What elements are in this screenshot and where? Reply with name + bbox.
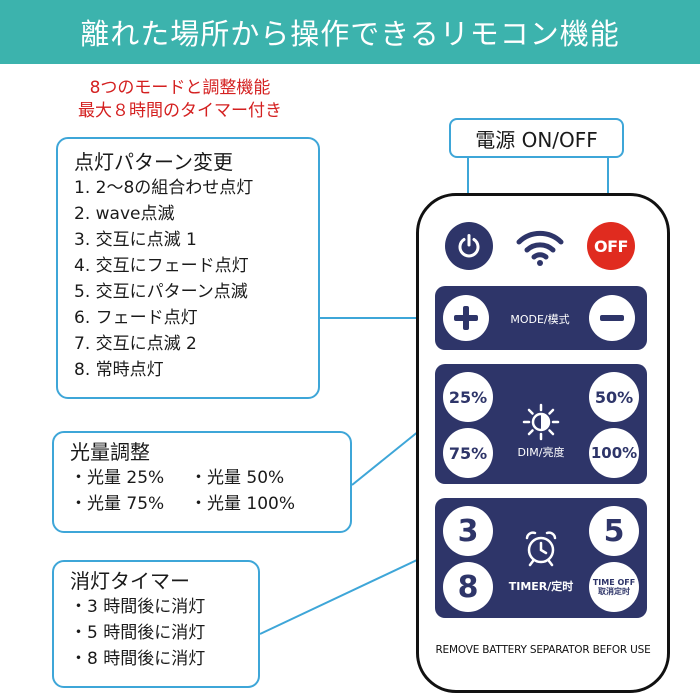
brightness-item: ・光量 100% <box>190 494 296 514</box>
off-button[interactable]: OFF <box>587 222 635 270</box>
banner-title: 離れた場所から操作できるリモコン機能 <box>80 17 620 51</box>
wifi-icon <box>516 230 564 266</box>
pattern-item: 6. フェード点灯 <box>74 308 198 328</box>
dim-50-button[interactable]: 50% <box>589 372 639 422</box>
mode-label: MODE/模式 <box>510 313 570 326</box>
dim-100-button[interactable]: 100% <box>589 428 639 478</box>
timer-3-button[interactable]: 3 <box>443 506 493 556</box>
pattern-item: 2. wave点滅 <box>74 204 175 224</box>
pattern-callout: 点灯パターン変更 1. 2～8の組合わせ点灯 2. wave点滅 3. 交互に点… <box>56 137 320 399</box>
time-off-label-cn: 取消定时 <box>598 587 630 596</box>
minus-icon <box>600 315 624 321</box>
power-callout: 電源 ON/OFF <box>449 118 624 158</box>
power-button[interactable] <box>445 222 493 270</box>
mode-plus-button[interactable] <box>443 295 489 341</box>
mode-minus-button[interactable] <box>589 295 635 341</box>
battery-note: REMOVE BATTERY SEPARATOR BEFOR USE <box>435 644 651 656</box>
banner: 離れた場所から操作できるリモコン機能 <box>0 0 700 64</box>
off-button-label: OFF <box>594 236 628 256</box>
brightness-item: ・光量 50% <box>190 468 285 488</box>
timer-8-button[interactable]: 8 <box>443 562 493 612</box>
timer-item: ・8 時間後に消灯 <box>70 649 206 669</box>
dim-label: DIM/亮度 <box>517 446 565 459</box>
remote-control: OFF MODE/模式 25% 50% D <box>416 193 670 693</box>
pattern-item: 1. 2～8の組合わせ点灯 <box>74 178 254 198</box>
timer-5-button[interactable]: 5 <box>589 506 639 556</box>
subtitle-line: 最大８時間のタイマー付き <box>78 101 282 121</box>
brightness-title: 光量調整 <box>70 440 150 464</box>
brightness-callout: 光量調整 ・光量 25% ・光量 50% ・光量 75% ・光量 100% <box>52 431 352 533</box>
mode-panel: MODE/模式 <box>435 286 647 350</box>
dim-25-button[interactable]: 25% <box>443 372 493 422</box>
time-off-button[interactable]: TIME OFF 取消定时 <box>589 562 639 612</box>
pattern-item: 5. 交互にパターン点滅 <box>74 282 248 302</box>
plus-icon <box>454 306 478 330</box>
timer-callout: 消灯タイマー ・3 時間後に消灯 ・5 時間後に消灯 ・8 時間後に消灯 <box>52 560 260 688</box>
timer-panel: 3 5 TIMER/定时 8 TIME OFF 取消定时 <box>435 498 647 618</box>
timer-label: TIMER/定时 <box>508 580 574 593</box>
pattern-item: 7. 交互に点滅 2 <box>74 334 197 354</box>
sun-icon <box>522 403 560 441</box>
timer-item: ・5 時間後に消灯 <box>70 623 206 643</box>
pattern-title: 点灯パターン変更 <box>74 150 233 174</box>
dim-panel: 25% 50% DIM/亮度 75% 100% <box>435 364 647 484</box>
brightness-item: ・光量 75% <box>70 494 165 514</box>
pattern-item: 8. 常時点灯 <box>74 360 164 380</box>
brightness-item: ・光量 25% <box>70 468 165 488</box>
power-callout-text: 電源 ON/OFF <box>475 127 598 152</box>
power-icon <box>458 234 480 258</box>
subtitle: 8つのモードと調整機能 最大８時間のタイマー付き <box>50 77 310 123</box>
dim-75-button[interactable]: 75% <box>443 428 493 478</box>
timer-title: 消灯タイマー <box>70 569 190 593</box>
pattern-item: 4. 交互にフェード点灯 <box>74 256 249 276</box>
alarm-clock-icon <box>525 531 557 567</box>
pattern-item: 3. 交互に点滅 1 <box>74 230 197 250</box>
timer-item: ・3 時間後に消灯 <box>70 597 206 617</box>
subtitle-line: 8つのモードと調整機能 <box>89 78 271 98</box>
time-off-label-en: TIME OFF <box>592 578 636 587</box>
